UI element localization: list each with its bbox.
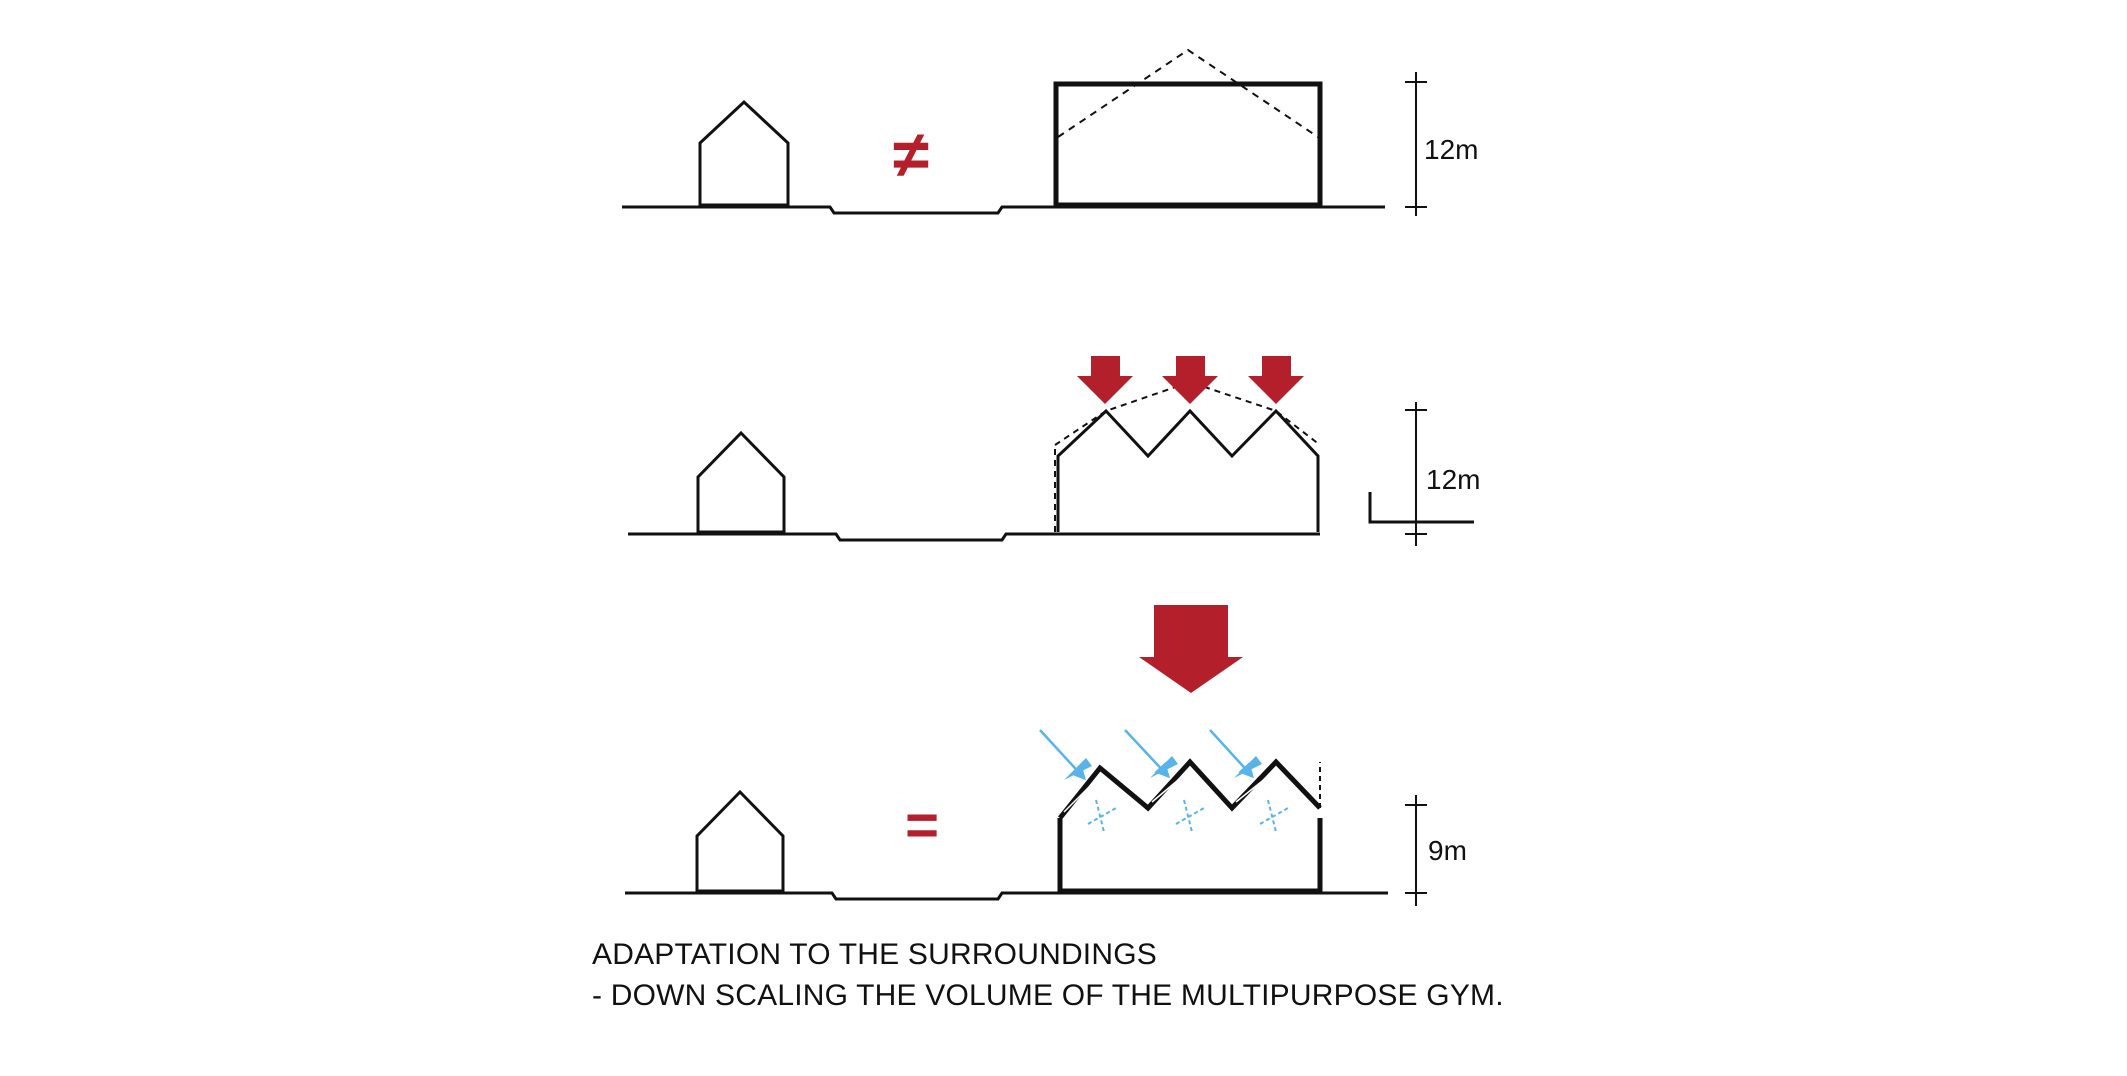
dimension-marker — [1405, 402, 1427, 546]
light-arrow-icon — [1209, 729, 1289, 833]
not-equal-symbol: ≠ — [893, 117, 929, 191]
dimension-marker — [1405, 795, 1427, 906]
height-label: 9m — [1428, 835, 1467, 866]
down-arrow-icon — [1248, 356, 1304, 404]
height-label: 12m — [1424, 134, 1478, 165]
down-arrow-icon — [1162, 356, 1218, 404]
pitched-roof-dashed — [1057, 48, 1319, 138]
dimension-marker — [1405, 72, 1427, 216]
height-label: 12m — [1426, 464, 1480, 495]
sawtooth-roof-glazing — [1063, 769, 1277, 813]
caption-subtitle: - DOWN SCALING THE VOLUME OF THE MULTIPU… — [592, 979, 1504, 1012]
house-outline — [698, 99, 790, 207]
down-arrow-icon — [1139, 605, 1243, 693]
equal-symbol: = — [905, 793, 939, 858]
row-3: = 9m — [625, 729, 1467, 906]
ground-line — [628, 532, 1320, 542]
sawtooth-roof-volume — [1057, 818, 1323, 894]
ground-line — [622, 205, 1385, 215]
light-arrow-icon — [1039, 729, 1117, 833]
original-roof-dashed — [1054, 380, 1321, 532]
gym-volume — [1053, 81, 1323, 208]
row-1: ≠ 12m — [622, 48, 1478, 216]
caption: ADAPTATION TO THE SURROUNDINGS - DOWN SC… — [592, 934, 1504, 1016]
neighbor-ground-line — [1368, 492, 1474, 524]
sawtooth-roof — [1058, 758, 1322, 820]
caption-title: ADAPTATION TO THE SURROUNDINGS — [592, 938, 1157, 971]
house-outline — [696, 430, 786, 534]
light-arrow-icon — [1124, 729, 1205, 833]
sawtooth-roof-volume — [1056, 408, 1320, 532]
ground-line — [625, 891, 1388, 901]
down-arrow-icon — [1077, 356, 1133, 404]
row-2: 12m — [628, 356, 1480, 546]
house-outline — [695, 789, 785, 893]
